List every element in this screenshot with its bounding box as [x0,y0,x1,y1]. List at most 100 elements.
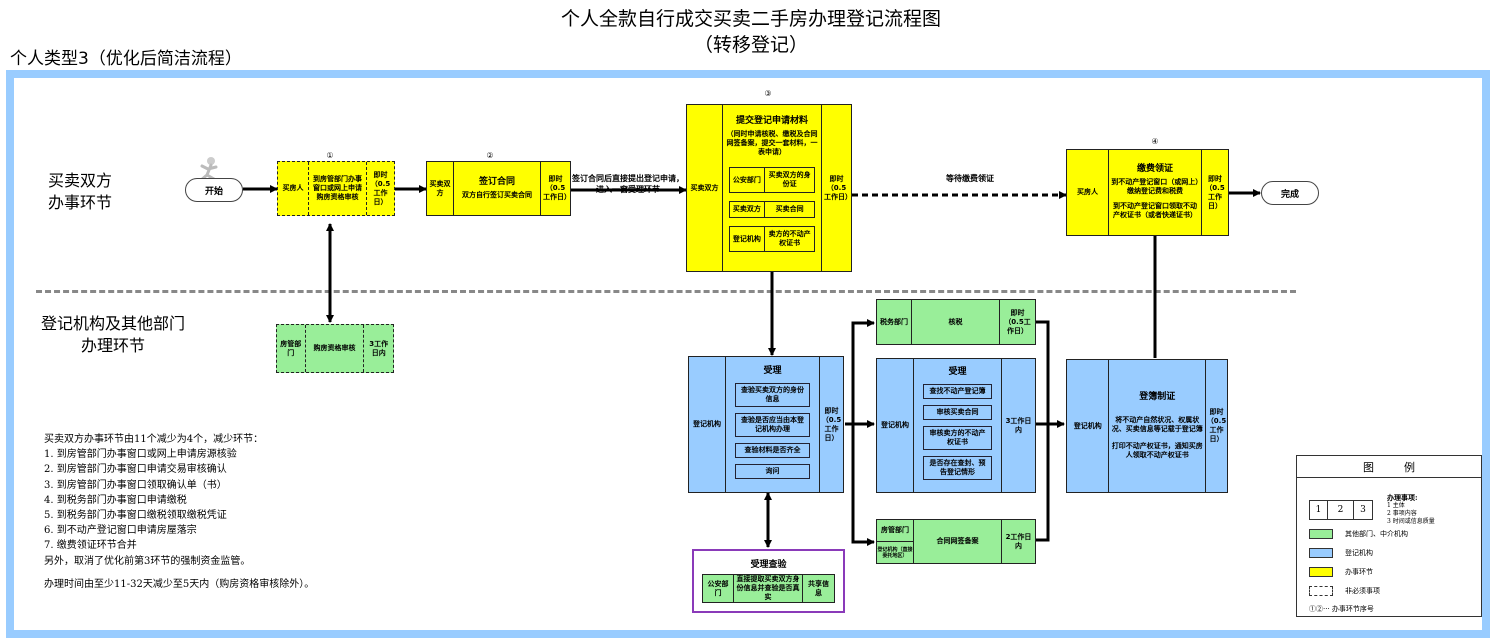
filing-actor-top: 房管部门 [877,520,913,542]
note-line: 5. 到税务部门办事窗口缴税领取缴税凭证 [44,510,227,522]
page-title: 个人全款自行成交买卖二手房办理登记流程图 [560,8,941,30]
lane-label-top: 买卖双方 办事环节 [40,170,120,214]
accept1-item: 询问 [735,464,810,479]
legend-cell: 2 [1328,501,1354,519]
lane-divider [36,290,1296,293]
step3-title: 提交登记申请材料 [735,116,808,126]
step2-number: ② [486,151,494,160]
row-left: 公安部门 [732,175,761,184]
row-left: 买卖双方 [732,205,761,213]
step4-number: ④ [1151,137,1159,146]
lane-top-line1: 买卖双方 [47,171,112,190]
tax-content: 核税 [911,300,999,344]
note-line: 7. 缴费领证环节合并 [44,540,137,552]
step4-box: 买房人 缴费领证 到不动产登记窗口（或网上）缴纳登记费和税费 到不动产登记窗口领… [1066,149,1229,236]
step3-row: 公安部门买卖双方的身份证 [728,167,816,193]
legend-cell: 1 [1310,501,1328,519]
step4-content1: 到不动产登记窗口（或网上）缴纳登记费和税费 [1111,178,1199,195]
accept2-item: 查找不动产登记簿 [922,384,993,399]
row-right: 买卖合同 [763,202,814,217]
accept2-item: 审核卖方的不动产权证书 [922,426,993,450]
step2-title: 签订合同 [478,176,515,187]
notes-block: 买卖双方办事环节由11个减少为4个，减少环节： 1. 到房管部门办事窗口或网上申… [44,432,314,592]
accept1-box: 登记机构 受理 查验买卖双方的身份信息 查验是否应当由本登记机构办理 查验材料是… [688,356,844,493]
legend-cells: 1 2 3 [1309,500,1373,520]
accept1-title: 受理 [763,366,782,376]
arrow-label-line1: 签订合同后直接提出登记申请， [572,174,684,183]
step4-title: 缴费领证 [1136,164,1173,174]
tax-time: 即时（0.5工作日） [999,300,1035,344]
review-time: 3工作日内 [363,325,393,372]
blue-swatch [1309,548,1333,558]
register-content2: 打印不动产权证书，通知买房人领取不动产权证书 [1111,441,1203,459]
row-right: 买卖双方的身份证 [763,168,814,192]
runner-icon [199,157,218,182]
row-left: 登记机构 [732,234,761,243]
legend-title: 图例 [1297,456,1481,478]
dashed-swatch [1309,586,1333,596]
legend-cell: 3 [1360,505,1366,515]
accept2-main: 受理 查找不动产登记簿 审核买卖合同 审核卖方的不动产权证书 是否存在查封、预告… [913,359,1001,492]
note-line: 6. 到不动产登记窗口申请房屋落宗 [44,525,197,537]
note-line: 4. 到税务部门办事窗口申请缴税 [44,494,187,506]
check-content: 直接提取买卖双方身份信息并查验是否真实 [733,575,802,602]
accept1-time: 即时（0.5工作日） [819,357,843,492]
accept2-item: 是否存在查封、预告登记情形 [922,456,993,480]
wait-label: 等待缴费领证 [946,174,994,183]
step4-content2: 到不动产登记窗口领取不动产权证书（或者快递证书） [1113,202,1197,219]
note-line: 1. 到房管部门办事窗口或网上申请房源核验 [44,449,237,461]
check-right: 共享信息 [802,575,834,602]
legend-seq-label: ①②··· 办事环节序号 [1309,605,1374,613]
step3-number: ③ [764,89,772,98]
legend-item: 3 时间或信息质量 [1387,518,1435,525]
step2-time: 即时（0.5工作日） [540,162,571,215]
step3-main: 提交登记申请材料 （同时申请核税、缴税及合同网签备案，提交一套材料，一表申请） … [722,105,821,271]
step2-actor: 买卖双方 [429,179,451,197]
register-content1: 将不动产自然状况、权属状况、买卖信息等记载于登记簿 [1111,415,1203,433]
accept2-box: 登记机构 受理 查找不动产登记簿 审核买卖合同 审核卖方的不动产权证书 是否存在… [876,358,1036,493]
step2-box: 买卖双方 签订合同 双方自行签订买卖合同 即时（0.5工作日） [426,161,571,216]
step1-number: ① [326,151,334,160]
note-line: 3. 到房管部门办事窗口领取确认单（书） [44,479,227,491]
step4-time: 即时（0.5工作日） [1201,150,1228,235]
legend-dashed: 非必须事项 [1309,586,1380,596]
legend-green-label: 其他部门、中介机构 [1345,530,1408,538]
legend-yellow: 办事环节 [1309,567,1373,577]
step3-row: 登记机构卖方的不动产权证书 [728,226,816,252]
step1-time: 即时（0.5工作日） [366,162,394,215]
arrow-label-line2: 进入一窗受理环节 [596,185,660,194]
register-actor: 登记机构 [1073,421,1102,430]
accept1-item: 查验是否应当由本登记机构办理 [735,413,810,437]
note-line: 2. 到房管部门办事窗口申请交易审核确认 [44,464,227,476]
step4-actor: 买房人 [1077,188,1098,196]
note-summary: 办理时间由至少11-32天减少至5天内（购房资格审核除外）。 [44,578,315,590]
line-tax-merge [1036,320,1050,542]
note-line: 另外，取消了优化前第3环节的强制资金监管。 [44,555,251,567]
legend-blue: 登记机构 [1309,548,1373,558]
type-label: 个人类型3（优化后简洁流程） [10,49,242,69]
accept-check-title: 受理查验 [750,560,787,570]
review-content: 购房资格审核 [304,325,364,372]
step3-box: 买卖双方 提交登记申请材料 （同时申请核税、缴税及合同网签备案，提交一套材料，一… [686,104,852,272]
lane-top-line2: 办事环节 [47,193,112,212]
review-actor: 房管部门 [280,339,302,357]
lane-bottom-line1: 登记机构及其他部门 [40,314,185,333]
accept1-item: 查验买卖双方的身份信息 [735,383,810,407]
legend-cells-row: 1 2 3 办理事项: 1 主体 2 事项内容 3 时间或信息质量 [1309,494,1435,526]
filing-actor-bottom: 登记机构（直接委托地区） [877,546,913,559]
purchase-qualification-box: 房管部门 购房资格审核 3工作日内 [276,324,394,373]
tax-box: 税务部门 核税 即时（0.5工作日） [876,299,1036,345]
contract-filing-box: 房管部门 登记机构（直接委托地区） 合同网签备案 2工作日内 [876,519,1036,564]
accept2-actor: 登记机构 [881,421,909,429]
accept-check-row: 公安部门 直接提取买卖双方身份信息并查验是否真实 共享信息 [702,574,835,603]
start-terminal: 开始 [185,178,243,202]
accept2-title: 受理 [948,367,967,377]
accept1-item: 查验材料是否齐全 [735,443,810,458]
legend: 图例 1 2 3 办理事项: 1 主体 2 事项内容 3 时间或信息质量 其他部… [1296,455,1482,617]
green-swatch [1309,529,1333,539]
end-terminal: 完成 [1261,181,1319,205]
legend-blue-label: 登记机构 [1345,549,1373,557]
step2-arrow-label: 签订合同后直接提出登记申请， 进入一窗受理环节 [572,173,684,195]
lane-label-bottom: 登记机构及其他部门 办理环节 [38,313,188,357]
legend-yellow-label: 办事环节 [1345,568,1373,576]
